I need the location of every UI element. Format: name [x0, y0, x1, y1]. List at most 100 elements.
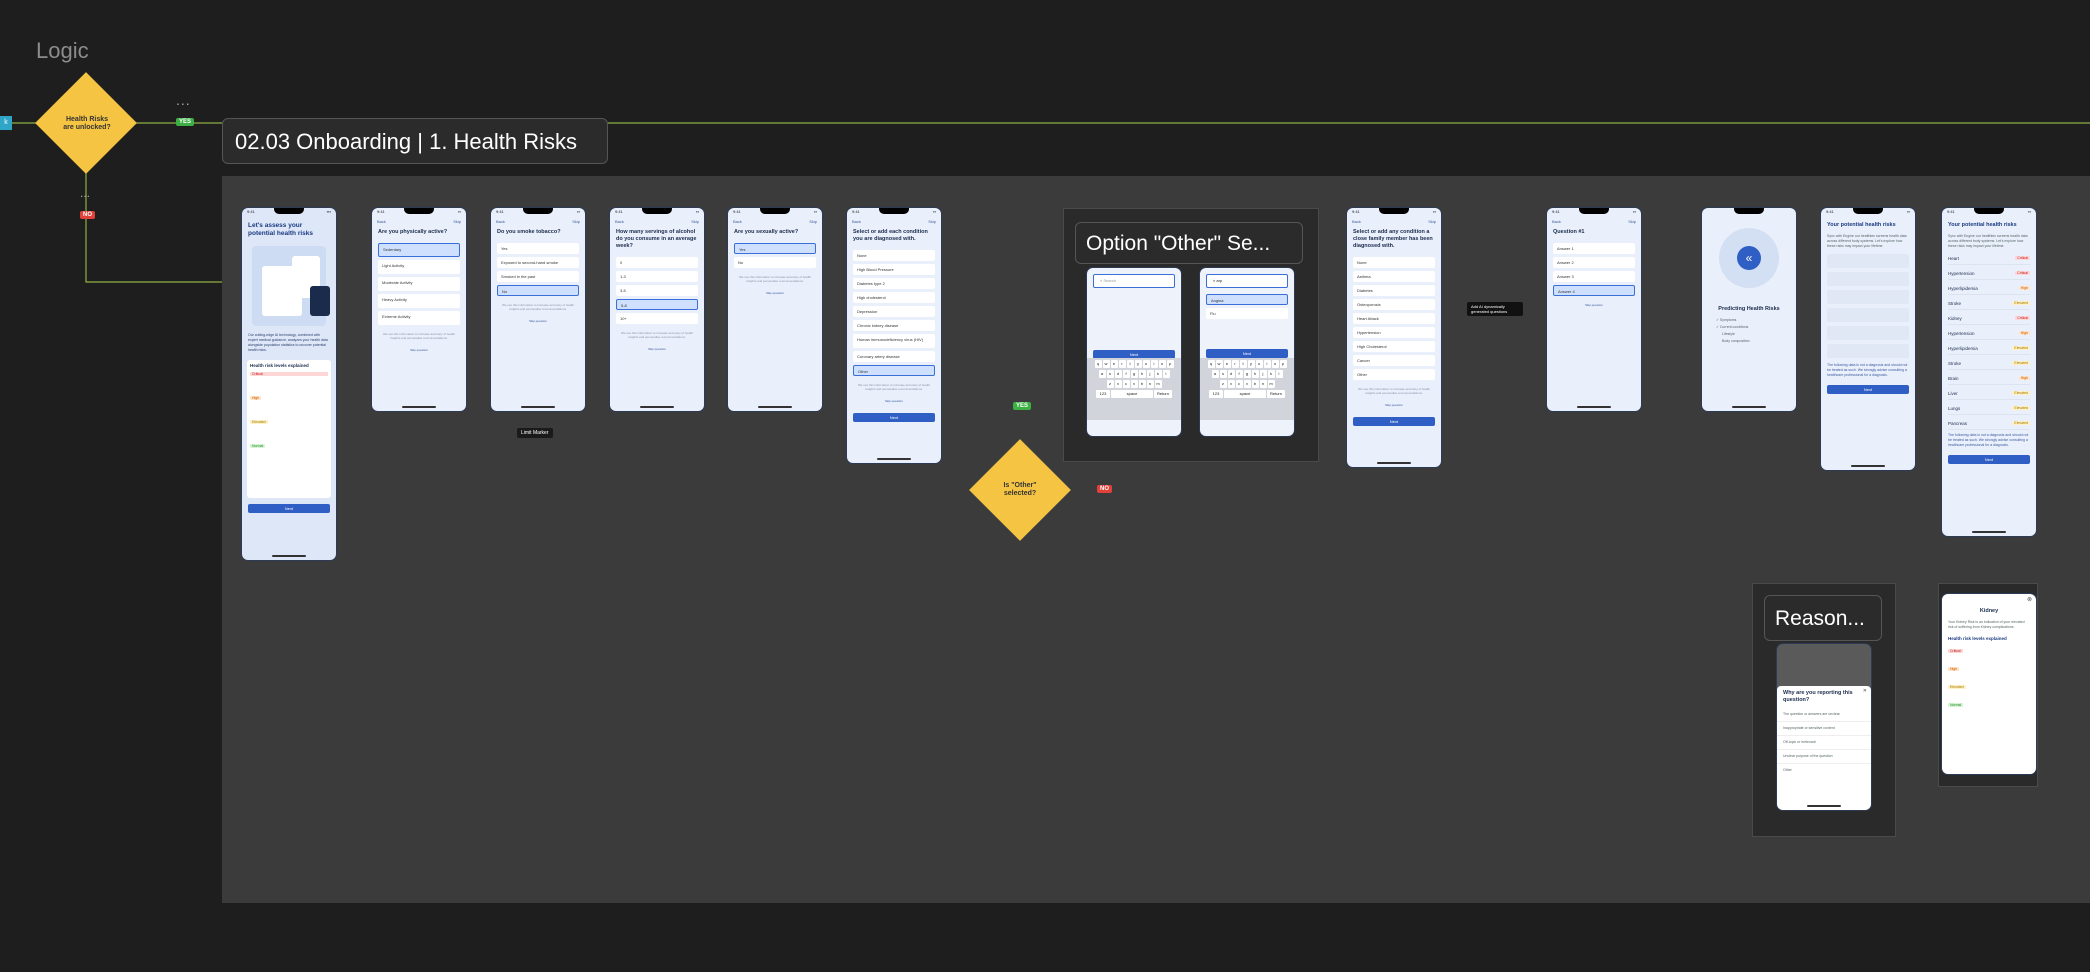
skip-question-link[interactable]: Skip question	[884, 399, 903, 403]
skip-button[interactable]: Skip	[928, 219, 936, 224]
option[interactable]: None	[1353, 257, 1435, 268]
option[interactable]: Other	[853, 365, 935, 376]
skip-question-link[interactable]: Skip question	[765, 291, 784, 295]
option[interactable]: No	[734, 257, 816, 268]
back-button[interactable]: Back	[1552, 219, 1561, 224]
option[interactable]: Light Activity	[378, 260, 460, 274]
back-button[interactable]: Back	[377, 219, 386, 224]
option[interactable]: No	[497, 285, 579, 296]
result-option[interactable]: Angina	[1206, 294, 1288, 305]
skip-button[interactable]: Skip	[572, 219, 580, 224]
next-button[interactable]: Next	[248, 504, 330, 513]
option[interactable]: Depression	[853, 306, 935, 317]
option[interactable]: Answer 3	[1553, 271, 1635, 282]
skip-question-link[interactable]: Skip question	[528, 319, 547, 323]
back-button[interactable]: Back	[852, 219, 861, 224]
option[interactable]: Answer 1	[1553, 243, 1635, 254]
option[interactable]: 0	[616, 257, 698, 268]
option[interactable]: Heavy Activity	[378, 294, 460, 308]
option[interactable]: Yes	[497, 243, 579, 254]
skip-question-link[interactable]: Skip question	[647, 347, 666, 351]
back-button[interactable]: Back	[733, 219, 742, 224]
option[interactable]: Extreme Activity	[378, 311, 460, 325]
space-key[interactable]: space	[1111, 390, 1153, 398]
skip-button[interactable]: Skip	[809, 219, 817, 224]
next-button[interactable]: Next	[1353, 417, 1435, 426]
option[interactable]: 3-5	[616, 285, 698, 296]
more-menu-icon[interactable]: ...	[176, 92, 191, 108]
option[interactable]: High Blood Pressure	[853, 264, 935, 275]
skip-question-link[interactable]: Skip question	[409, 348, 428, 352]
reason-option[interactable]: Inappropriate or sensitive content	[1777, 722, 1871, 736]
reason-option[interactable]: The question or answers are unclear	[1777, 708, 1871, 722]
option[interactable]: Answer 2	[1553, 257, 1635, 268]
option[interactable]: Coronary artery disease	[853, 351, 935, 362]
option[interactable]: Moderate Activity	[378, 277, 460, 291]
option[interactable]: High Cholesterol	[1353, 341, 1435, 352]
reason-option[interactable]: Off-topic or irrelevant	[1777, 736, 1871, 750]
option[interactable]: High cholesterol	[853, 292, 935, 303]
option[interactable]: Yes	[734, 243, 816, 254]
next-button[interactable]: Next	[853, 413, 935, 422]
option[interactable]: Answer 4	[1553, 285, 1635, 296]
option[interactable]: 5-8	[616, 299, 698, 310]
option[interactable]: Heart Attack	[1353, 313, 1435, 324]
option[interactable]: 1-3	[616, 271, 698, 282]
numbers-key[interactable]: 123	[1209, 390, 1223, 398]
back-button[interactable]: Back	[1352, 219, 1361, 224]
next-button[interactable]: Next	[1093, 350, 1175, 359]
skip-button[interactable]: Skip	[1628, 219, 1636, 224]
close-icon[interactable]: ⊗	[2026, 597, 2032, 603]
next-button[interactable]: Next	[1827, 385, 1909, 394]
option[interactable]: Other	[1353, 369, 1435, 380]
option[interactable]: Chronic kidney disease	[853, 320, 935, 331]
next-button[interactable]: Next	[1206, 349, 1288, 358]
skip-button[interactable]: Skip	[691, 219, 699, 224]
option[interactable]: Human immunodeficiency virus (HIV)	[853, 334, 935, 348]
option[interactable]: Hypertension	[1353, 327, 1435, 338]
search-input[interactable]: ⌕ Search	[1093, 274, 1175, 288]
option[interactable]: Asthma	[1353, 271, 1435, 282]
skip-button[interactable]: Skip	[453, 219, 461, 224]
option[interactable]: None	[853, 250, 935, 261]
result-option[interactable]: Flu	[1206, 308, 1288, 319]
reason-option[interactable]: Other	[1783, 768, 1792, 772]
skip-button[interactable]: Skip	[1428, 219, 1436, 224]
more-menu-icon[interactable]: ...	[80, 186, 91, 200]
option[interactable]: Cancer	[1353, 355, 1435, 366]
option[interactable]: Exposed to second-hand smoke	[497, 257, 579, 268]
decision-label: Health Risks are unlocked?	[63, 116, 111, 131]
skip-question-link[interactable]: Skip question	[1384, 403, 1403, 407]
space-key[interactable]: space	[1224, 390, 1266, 398]
option[interactable]: Diabetes	[1353, 285, 1435, 296]
numbers-key[interactable]: 123	[1096, 390, 1110, 398]
option[interactable]: Smoked in the past	[497, 271, 579, 282]
return-key[interactable]: Return	[1154, 390, 1172, 398]
close-icon[interactable]: ✕	[1862, 688, 1867, 694]
option[interactable]: Osteoporosis	[1353, 299, 1435, 310]
search-input[interactable]: ⌕ arp	[1206, 274, 1288, 288]
option[interactable]: Diabetes type 2	[853, 278, 935, 289]
option[interactable]: Sedentary	[378, 243, 460, 257]
reason-option[interactable]: Unclear purpose of the question	[1777, 750, 1871, 764]
skip-question-link[interactable]: Skip question	[1584, 303, 1603, 307]
back-button[interactable]: Back	[615, 219, 624, 224]
back-button[interactable]: Back	[496, 219, 505, 224]
option[interactable]: 10+	[616, 313, 698, 324]
next-button[interactable]: Next	[1948, 455, 2030, 464]
return-key[interactable]: Return	[1267, 390, 1285, 398]
